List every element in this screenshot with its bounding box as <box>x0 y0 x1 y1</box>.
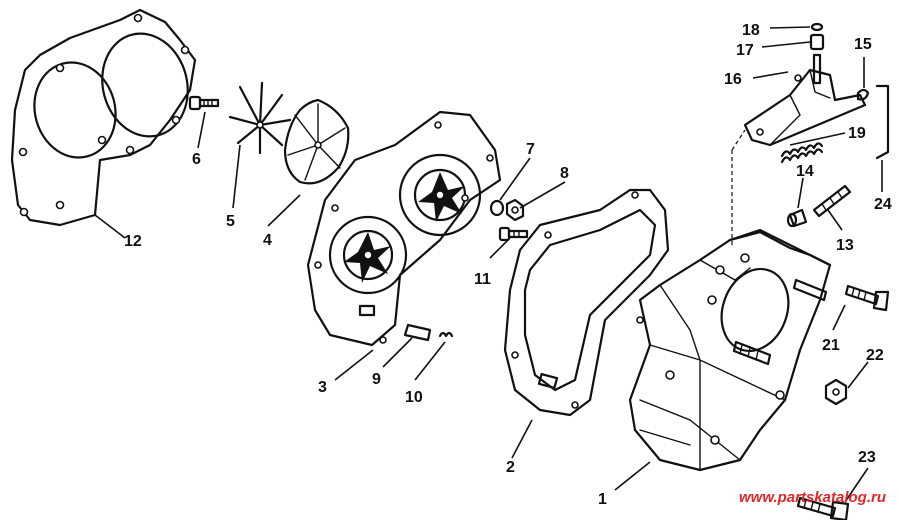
callout-18: 18 <box>742 22 760 39</box>
callout-7: 7 <box>526 141 535 158</box>
part-24-link-rod <box>875 84 890 160</box>
part-7-washer <box>489 199 505 217</box>
callout-21: 21 <box>822 337 840 354</box>
part-8-nut <box>505 198 525 222</box>
part-23-bolt <box>796 496 850 520</box>
callout-1: 1 <box>598 491 607 508</box>
callout-14: 14 <box>796 163 814 180</box>
callout-4: 4 <box>263 232 272 249</box>
part-19-spring <box>780 142 824 164</box>
callout-6: 6 <box>192 151 201 168</box>
callout-9: 9 <box>372 371 381 388</box>
part-21-bolt <box>844 284 890 312</box>
part-17-sleeve <box>809 33 825 85</box>
watermark-text: www.partskatalog.ru <box>739 489 886 506</box>
callout-15: 15 <box>854 36 872 53</box>
part-3-pump-plate <box>306 110 502 347</box>
callout-17: 17 <box>736 42 754 59</box>
callout-22: 22 <box>866 347 884 364</box>
part-16-lever <box>743 68 867 147</box>
callout-2: 2 <box>506 459 515 476</box>
part-10-small-spring <box>438 331 454 338</box>
part-4-valve <box>283 98 350 185</box>
part-14-bushing <box>786 208 808 228</box>
leader-lines <box>94 26 883 503</box>
part-12-gasket <box>10 8 197 227</box>
part-18-washer <box>810 22 824 32</box>
part-15-clip <box>856 88 870 101</box>
callout-11: 11 <box>474 271 491 288</box>
part-22-nut <box>824 378 848 406</box>
callout-16: 16 <box>724 71 742 88</box>
callout-3: 3 <box>318 379 327 396</box>
callout-13: 13 <box>836 237 854 254</box>
callout-10: 10 <box>405 389 423 406</box>
part-5-leaf-spring <box>228 81 292 155</box>
part-11-screw <box>498 226 529 242</box>
part-13-screw <box>812 184 852 218</box>
callout-24: 24 <box>874 196 892 213</box>
callouts: 1 2 3 4 5 6 7 8 9 10 11 12 13 14 15 16 1… <box>124 22 892 508</box>
part-1-housing <box>628 228 832 472</box>
part-2-gasket <box>503 188 670 417</box>
part-9-pin <box>403 323 432 342</box>
callout-8: 8 <box>560 165 569 182</box>
assembly-reference-line <box>731 129 746 245</box>
part-6-screw <box>188 95 220 111</box>
callout-19: 19 <box>848 125 866 142</box>
callout-5: 5 <box>226 213 235 230</box>
callout-12: 12 <box>124 233 142 250</box>
callout-23: 23 <box>858 449 876 466</box>
